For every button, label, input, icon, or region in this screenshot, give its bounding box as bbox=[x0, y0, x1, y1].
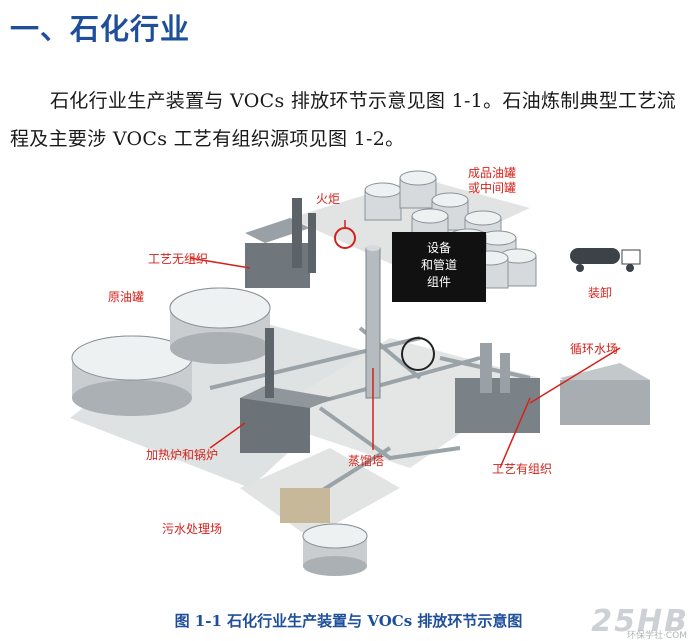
section-heading: 一、石化行业 bbox=[10, 6, 190, 48]
label-crude-tanks: 原油罐 bbox=[108, 290, 144, 305]
label-product-tanks-2: 或中间罐 bbox=[468, 181, 516, 196]
watermark-sub: 环保学社·COM bbox=[627, 628, 687, 641]
crude-tank-second bbox=[170, 288, 270, 364]
label-point-source: 工艺有组织 bbox=[492, 462, 552, 477]
callout-line-3: 组件 bbox=[392, 274, 486, 291]
label-loading: 装卸 bbox=[588, 286, 612, 301]
process-illustration: 火炬 成品油罐 或中间罐 工艺无组织 原油罐 装卸 循环水场 加热炉和锅炉 蒸馏… bbox=[60, 158, 660, 606]
callout-line-1: 设备 bbox=[392, 240, 486, 257]
process-unit-left bbox=[245, 198, 316, 288]
label-cooling: 循环水场 bbox=[570, 342, 618, 357]
plant-diagram bbox=[60, 158, 660, 606]
label-product-tanks-1: 成品油罐 bbox=[468, 166, 516, 181]
label-wastewater: 污水处理场 bbox=[162, 522, 222, 537]
label-flare: 火炬 bbox=[316, 192, 340, 207]
tanker-truck bbox=[570, 248, 640, 272]
label-fugitive: 工艺无组织 bbox=[148, 252, 208, 267]
label-distillation: 蒸馏塔 bbox=[348, 454, 384, 469]
components-callout: 设备 和管道 组件 bbox=[392, 232, 486, 302]
cooling-tower bbox=[560, 363, 650, 425]
callout-line-2: 和管道 bbox=[392, 257, 486, 274]
body-paragraph: 石化行业生产装置与 VOCs 排放环节示意见图 1-1。石油炼制典型工艺流程及主… bbox=[10, 82, 690, 158]
label-heater: 加热炉和锅炉 bbox=[146, 448, 218, 463]
process-unit-right bbox=[455, 343, 540, 433]
